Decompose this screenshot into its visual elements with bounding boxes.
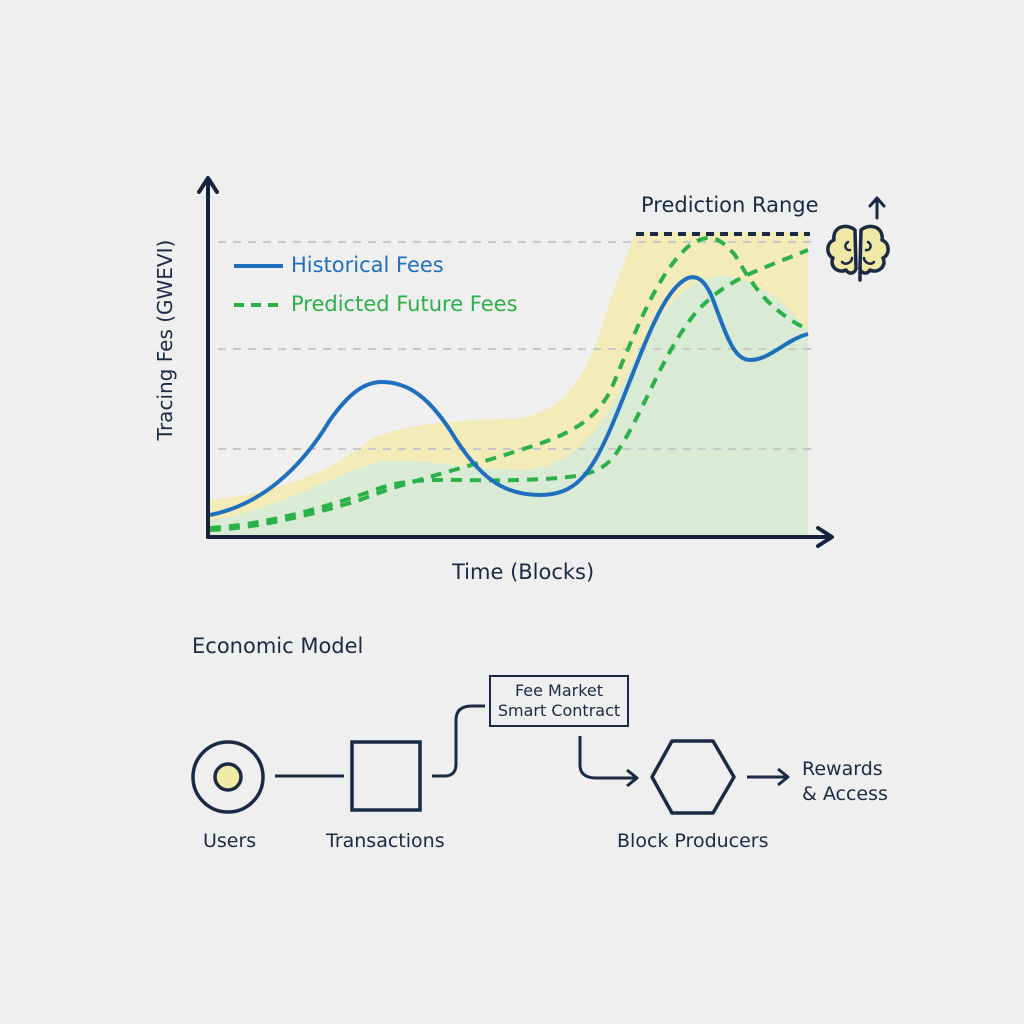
fee-market-box: Fee Market Smart Contract — [489, 675, 629, 727]
prediction-range-label: Prediction Range — [641, 193, 819, 217]
arrow-up-icon — [868, 196, 886, 220]
y-axis-label: Tracing Fes (GWEVI) — [153, 239, 177, 441]
legend-predicted-label: Predicted Future Fees — [291, 292, 518, 316]
predicted-area — [210, 276, 808, 535]
fee-market-label-line2: Smart Contract — [497, 701, 621, 720]
arrow-right-icon — [777, 767, 790, 787]
block-producers-hexagon-icon — [650, 739, 736, 815]
block-producers-label: Block Producers — [617, 830, 769, 852]
axes — [197, 176, 834, 548]
arrow-head-icon — [626, 768, 639, 788]
fee-market-label-line1: Fee Market — [514, 681, 604, 700]
brain-icon — [826, 224, 890, 282]
rewards-access-label: Rewards & Access — [802, 757, 888, 807]
connector-transactions-feemarket — [432, 704, 485, 778]
x-axis-label: Time (Blocks) — [452, 560, 595, 584]
connector-feemarket-producers — [578, 736, 636, 780]
economic-model-title: Economic Model — [192, 634, 364, 658]
rewards-label-line1: Rewards — [802, 758, 883, 780]
historical-fees-line — [209, 275, 809, 517]
rewards-label-line2: & Access — [802, 783, 888, 805]
users-icon — [191, 740, 265, 814]
predicted-fees-line-upper — [209, 235, 809, 532]
transactions-label: Transactions — [326, 830, 445, 852]
transactions-square-icon — [350, 740, 422, 812]
users-label: Users — [203, 830, 257, 852]
legend-historical-label: Historical Fees — [291, 253, 444, 277]
predicted-fees-line-lower — [209, 248, 809, 530]
